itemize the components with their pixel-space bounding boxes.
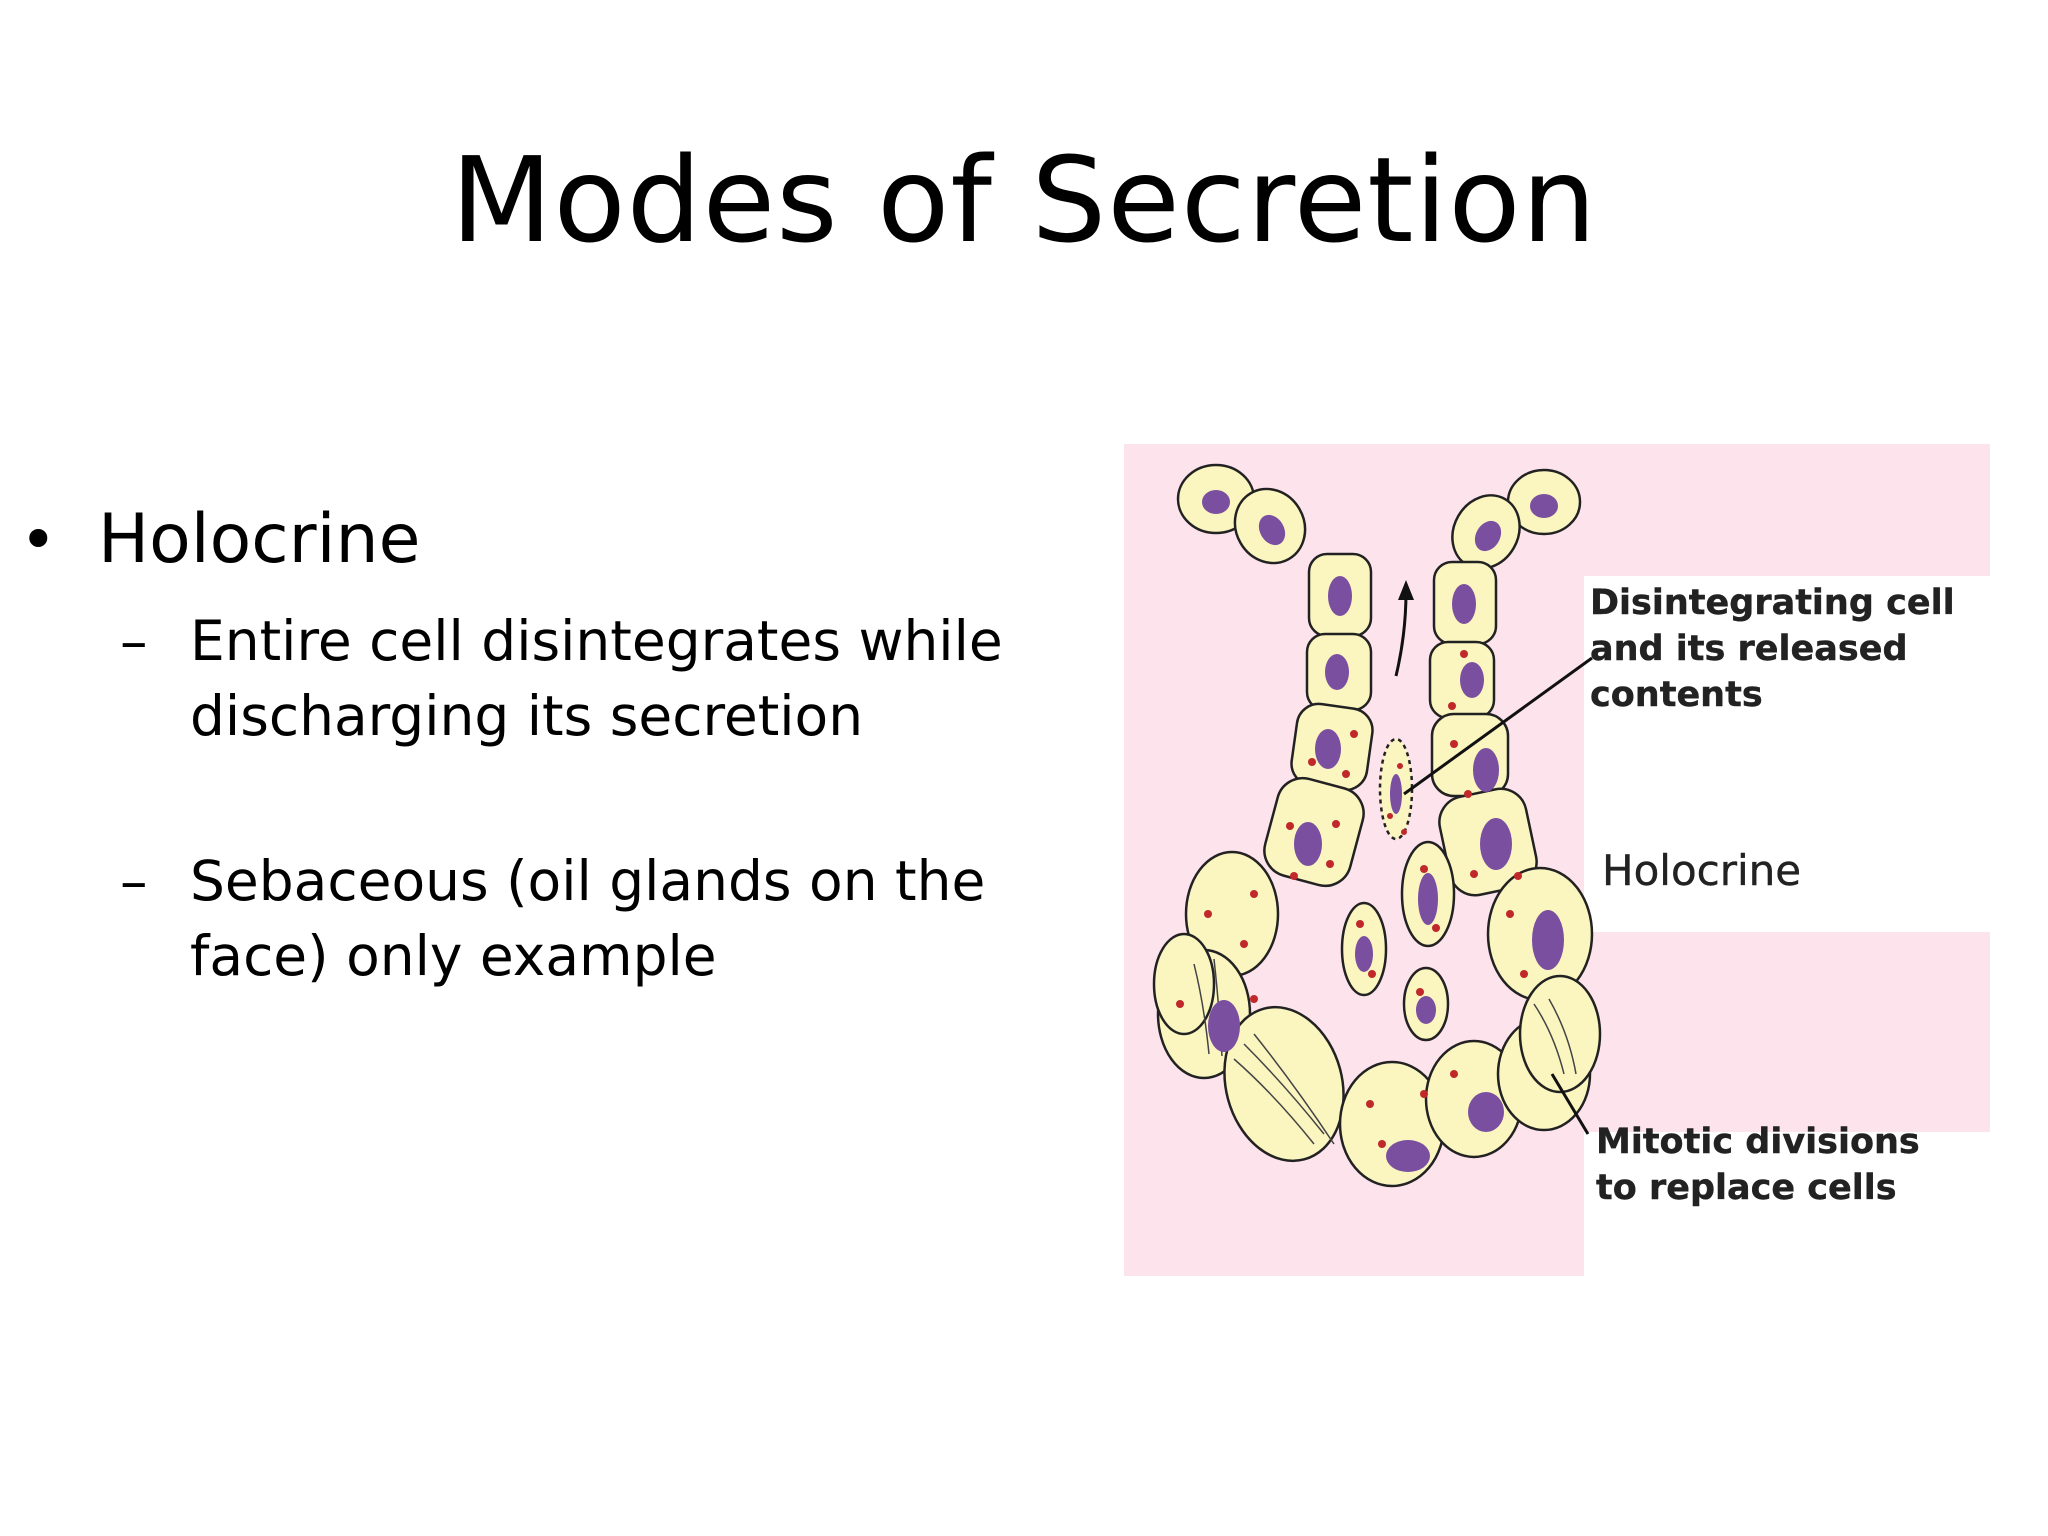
nucleus [1208,1000,1240,1052]
gland-illustration [1124,444,1990,1276]
granule [1250,995,1258,1003]
nucleus [1473,748,1499,792]
granule [1240,940,1248,948]
granule [1290,872,1298,880]
subpoint-text: Entire cell disintegrates while discharg… [190,609,1003,748]
nucleus [1386,1140,1430,1172]
granule [1286,822,1294,830]
granule [1420,1090,1428,1098]
cell [1152,932,1216,1036]
nucleus [1294,822,1322,866]
striation [1233,1033,1335,1145]
granule [1397,763,1403,769]
nucleus [1460,662,1484,698]
granule [1342,770,1350,778]
granule [1460,650,1468,658]
granule [1368,970,1376,978]
label-holocrine: Holocrine [1602,846,1802,895]
nucleus [1355,936,1373,972]
nucleus [1452,584,1476,624]
cell [1518,974,1602,1094]
striation [1533,998,1577,1075]
pink-panel-lower-right [1584,932,1990,1132]
subpoint-text: Sebaceous (oil glands on the face) only … [190,849,986,988]
granule [1432,924,1440,932]
nucleus [1328,576,1352,616]
granule [1416,988,1424,996]
leader-line-disintegrating [1403,656,1593,796]
granule [1308,758,1316,766]
granule [1366,1100,1374,1108]
nucleus [1258,514,1286,546]
granule [1450,1070,1458,1078]
leader-line-mitotic [1550,1073,1590,1135]
nucleus [1325,654,1349,690]
granule [1448,702,1456,710]
nucleus [1530,494,1558,518]
granule [1250,890,1258,898]
granule [1332,820,1340,828]
granule [1506,910,1514,918]
granule [1420,865,1428,873]
granule [1387,813,1393,819]
granule [1378,1140,1386,1148]
granule [1450,740,1458,748]
granule [1176,1000,1184,1008]
nucleus [1480,818,1512,870]
granule [1520,970,1528,978]
release-arrow-head [1398,580,1414,600]
subpoint-marker: – [120,609,148,673]
granule [1350,730,1358,738]
release-arrow [1394,591,1408,677]
granule [1464,790,1472,798]
nucleus [1468,1092,1504,1132]
pink-panel-top-right [1504,444,1990,576]
granule [1514,872,1522,880]
nucleus [1474,520,1502,552]
label-disintegrating-cell: Disintegrating cell and its released con… [1590,583,1955,715]
label-mitotic-divisions: Mitotic divisions to replace cells [1596,1122,1920,1208]
nucleus [1416,996,1436,1024]
bullet-marker: • [20,503,57,576]
nucleus [1418,873,1438,925]
granule [1470,870,1478,878]
holocrine-gland-diagram: Disintegrating cell and its released con… [1124,444,1990,1276]
granule [1401,829,1407,835]
granule [1326,860,1334,868]
slide-title: Modes of Secretion [450,131,1598,269]
nucleus [1315,729,1341,769]
nucleus [1390,774,1402,814]
bullet-label: Holocrine [98,500,421,579]
nucleus [1532,910,1564,970]
granule [1356,920,1364,928]
subpoint-marker: – [120,849,148,913]
granule [1204,910,1212,918]
nucleus [1202,490,1230,514]
